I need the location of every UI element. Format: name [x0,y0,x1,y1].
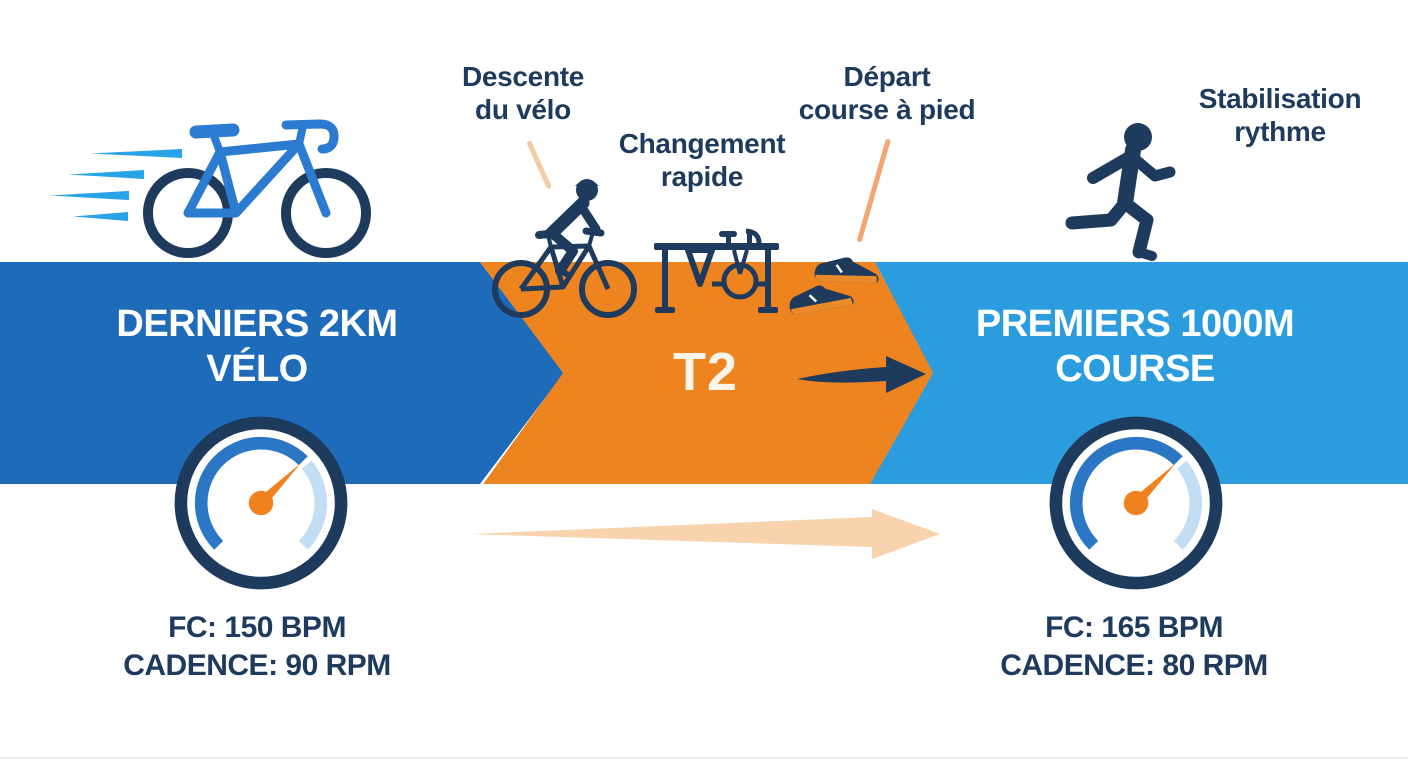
speeding-bicycle-icon [143,119,371,258]
annotation-line: rapide [660,161,744,192]
title-line: DERNIERS 2KM [116,303,398,345]
running-shoes-icon [789,257,879,315]
cyclist-dismount-icon [492,179,637,318]
fc-value: FC: 165 BPM [1045,611,1223,644]
title-line: PREMIERS 1000M [975,303,1295,345]
connector-line-depart [856,138,891,243]
forward-arrow-icon [797,356,926,393]
speed-line-icon [68,170,144,179]
pace-gauge-icon [174,416,348,590]
cadence-value: CADENCE: 80 RPM [1000,649,1268,682]
transition-label: T2 [672,342,739,402]
runner-icon [1065,123,1176,261]
annotation-descente: Descente du vélo [413,60,633,126]
annotation-changement: Changement rapide [592,127,812,193]
speed-line-icon [50,191,129,200]
pace-gauge-icon [1049,416,1223,590]
annotation-depart: Départ course à pied [772,60,1002,126]
annotation-line: rythme [1234,116,1326,147]
right-stage-title: PREMIERS 1000M COURSE [955,302,1315,392]
left-stage-title: DERNIERS 2KM VÉLO [77,302,437,392]
speed-line-icon [73,212,128,221]
annotation-line: du vélo [475,94,571,125]
annotation-line: Descente [461,61,585,92]
bottom-divider-line [0,757,1408,759]
right-stage-metrics: FC: 165 BPM CADENCE: 80 RPM [944,609,1324,685]
faded-momentum-arrow-icon [470,509,940,559]
transition-rack-icon [654,228,779,313]
fc-value: FC: 150 BPM [168,611,346,644]
annotation-line: Changement [618,128,786,159]
annotation-line: Stabilisation [1198,83,1362,114]
cadence-value: CADENCE: 90 RPM [123,649,391,682]
annotation-stabilisation: Stabilisation rythme [1170,82,1390,148]
title-line: COURSE [1055,348,1215,390]
annotation-line: Départ [843,61,931,92]
left-stage-metrics: FC: 150 BPM CADENCE: 90 RPM [67,609,447,685]
annotation-line: course à pied [798,94,976,125]
speed-line-icon [90,149,182,158]
title-line: VÉLO [206,348,308,390]
